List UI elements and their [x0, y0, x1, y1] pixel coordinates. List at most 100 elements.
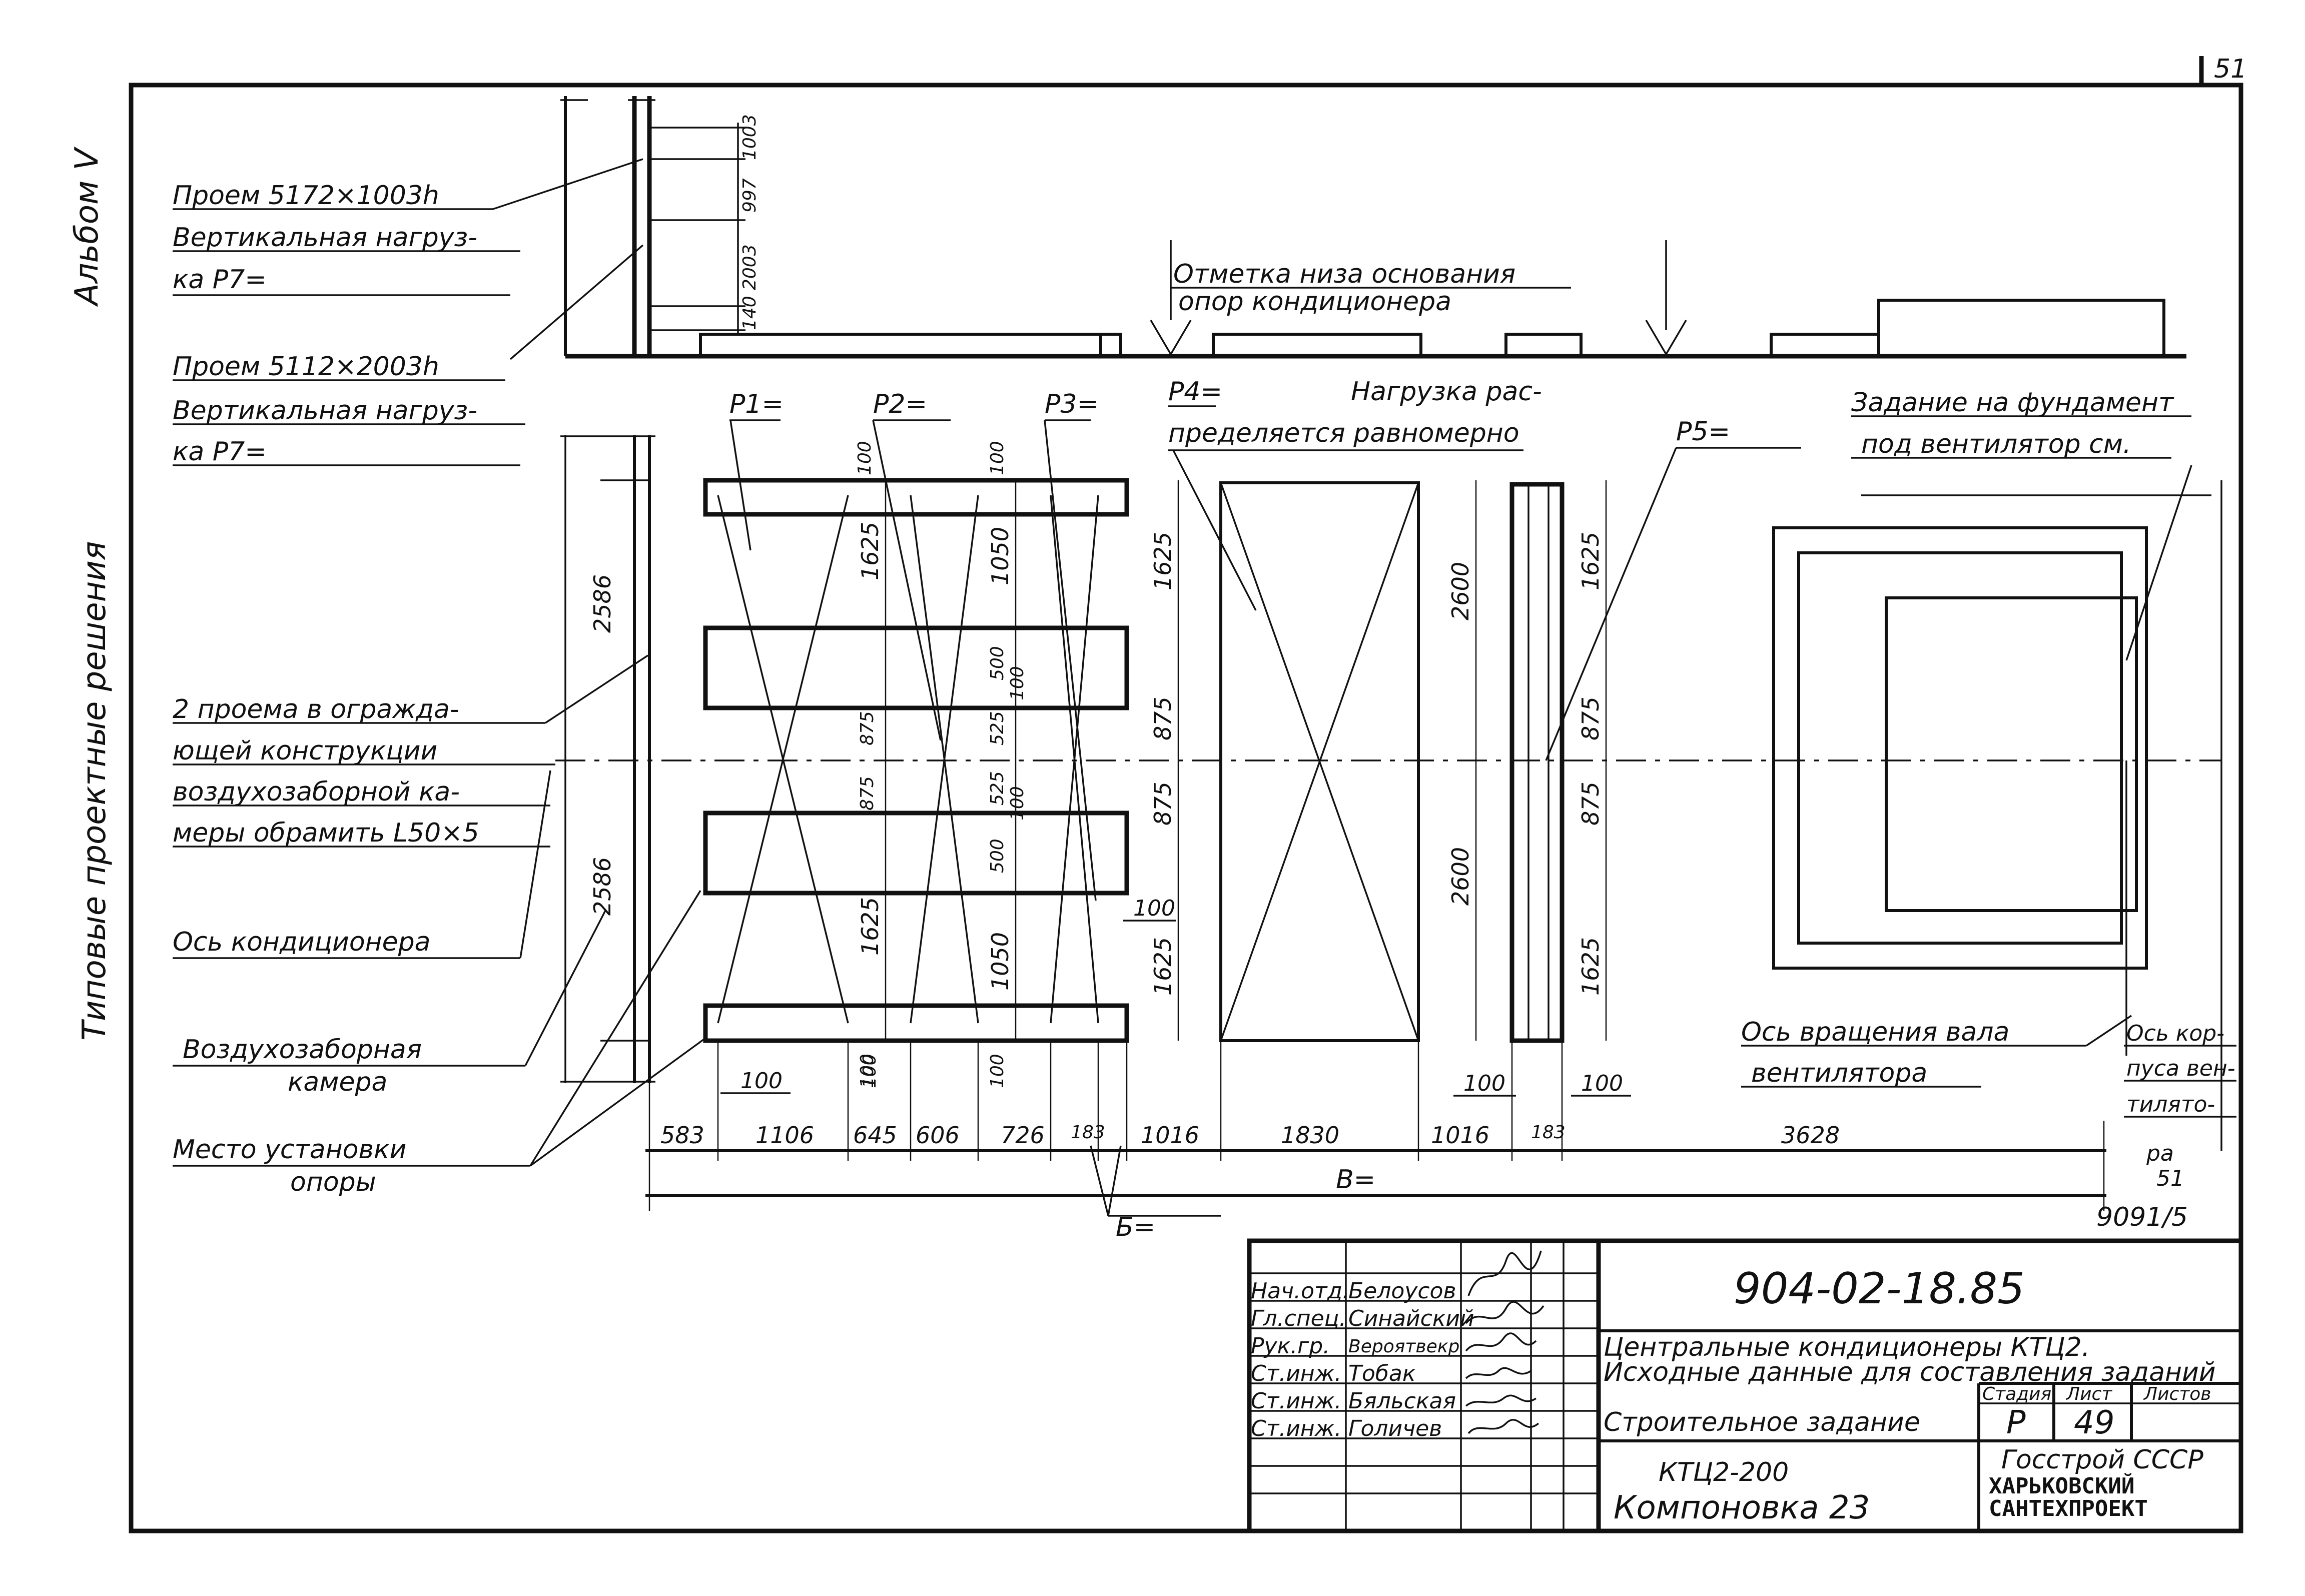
small-dims: 100 100 100 100 100: [720, 896, 1631, 1097]
note-support-2: опоры: [290, 1167, 376, 1197]
sheet-frame: [129, 83, 2243, 1533]
stage-value: Р: [2006, 1404, 2026, 1441]
axis-note-1: Ось вращения вала: [1741, 1017, 2009, 1047]
hdim-726: 726: [1001, 1122, 1045, 1149]
title-block: Нач.отд. Гл.спец. Рук.гр. Ст.инж. Ст.инж…: [1247, 1238, 2243, 1533]
c1-5: 100: [857, 1054, 878, 1088]
load-p4-note-1: Нагрузка рас-: [1351, 377, 1542, 407]
elev-dim-140: 140: [739, 296, 760, 330]
load-p1: Р1=: [729, 389, 784, 419]
left-notes: Проем 5172×1003h Вертикальная нагруз- ка…: [173, 181, 555, 1197]
sdim-0: 100: [740, 1068, 783, 1094]
c1-2: 875: [857, 711, 878, 745]
hdim-583: 583: [660, 1122, 704, 1149]
fan-ref-1: ра: [2146, 1141, 2174, 1166]
overall-dim: В=: [1336, 1165, 1375, 1195]
note-frame-2: ющей конструкции: [173, 736, 437, 766]
load-leaders: [729, 405, 1801, 901]
role-1: Гл.спец.: [1251, 1306, 1346, 1331]
load-p5: Р5=: [1676, 417, 1730, 447]
name-0: Белоусов: [1348, 1278, 1456, 1304]
c5-3: 1625: [1577, 937, 1604, 996]
layout-name: Компоновка 23: [1614, 1489, 1870, 1526]
c2-0: 100: [987, 441, 1008, 475]
fan-note-1: Задание на фундамент: [1851, 388, 2174, 418]
c2-1: 1050: [987, 527, 1014, 585]
c2-6: 100: [1007, 786, 1028, 821]
role-0: Нач.отд.: [1251, 1278, 1349, 1304]
note-leaders: [492, 158, 706, 1167]
sdim-2: 100: [1463, 1071, 1505, 1096]
doc-code: 904-02-18.85: [1734, 1264, 2025, 1314]
title-line-2: Исходные данные для составления заданий: [1604, 1357, 2216, 1387]
hdim-183b: 183: [1531, 1122, 1566, 1143]
sheet-label: Лист: [2065, 1384, 2112, 1404]
title-line-1: Центральные кондиционеры КТЦ2.: [1604, 1332, 2090, 1362]
note-frame-4: меры обрамить L50×5: [173, 818, 479, 848]
org-line-2: ХАРЬКОВСКИЙ: [1989, 1472, 2134, 1499]
note-load-2a: Вертикальная нагруз-: [173, 396, 477, 426]
sheet-number: 49: [2074, 1404, 2114, 1441]
note-opening-2: Проем 5112×2003h: [173, 352, 439, 382]
note-support-1: Место установки: [173, 1135, 406, 1165]
hdim-1830: 1830: [1281, 1122, 1339, 1149]
hdim-1106: 1106: [755, 1122, 814, 1149]
note-frame-3: воздухозаборной ка-: [173, 777, 460, 807]
vdim-2586-top: 2586: [589, 574, 616, 633]
signatures: [1465, 1250, 1545, 1434]
elevation-view: 1003 997 2003 140 Отметка низа основания…: [560, 96, 2186, 359]
name-3: Тобак: [1348, 1361, 1416, 1386]
c2-8: 1050: [987, 932, 1014, 991]
note-load-2b: ка Р7=: [173, 437, 267, 467]
c3-2: 875: [1149, 781, 1176, 826]
axis-note-5: тилято-: [2126, 1092, 2215, 1117]
sheet-corner-number: 51: [2214, 54, 2247, 84]
fan-note-2: под вентилятор см.: [1861, 429, 2131, 459]
note-load-1b: ка Р7=: [173, 265, 267, 295]
sdim-3: 100: [1581, 1071, 1623, 1096]
hdim-606: 606: [916, 1122, 960, 1149]
fan-ref-3: 9091/5: [2096, 1202, 2188, 1232]
c4-1: 2600: [1447, 847, 1474, 906]
c5-2: 875: [1577, 781, 1604, 826]
role-4: Ст.инж.: [1251, 1388, 1341, 1414]
album-label: Альбом V: [69, 146, 106, 307]
elev-dim-2003: 2003: [739, 244, 760, 290]
axis-note-4: пуса вен-: [2126, 1056, 2235, 1081]
horizontal-dims: 583 1106 645 606 726 183 1016 1830 1016 …: [645, 1041, 2106, 1242]
c5-0: 1625: [1577, 532, 1604, 590]
role-2: Рук.гр.: [1251, 1333, 1330, 1359]
role-5: Ст.инж.: [1251, 1416, 1341, 1441]
c1-3: 875: [857, 776, 878, 811]
org-line-3: САНТЕХПРОЕКТ: [1989, 1496, 2148, 1521]
c1-4: 1625: [857, 897, 884, 956]
c3-0: 1625: [1149, 532, 1176, 590]
elev-dim-997: 997: [739, 178, 760, 213]
sdim-4: 100: [860, 1054, 880, 1088]
series-label: Типовые проектные решения: [76, 541, 113, 1041]
note-opening-1: Проем 5172×1003h: [173, 181, 439, 211]
fan-ref-2: 51: [2156, 1166, 2184, 1191]
c5-1: 875: [1577, 696, 1604, 740]
hdim-183a: 183: [1071, 1122, 1105, 1143]
name-2: Вероятвекр: [1348, 1336, 1459, 1357]
load-p4-note-2: пределяется равномерно: [1168, 418, 1519, 448]
org-line-1: Госстрой СССР: [2001, 1445, 2203, 1475]
c2-5: 525: [987, 771, 1008, 806]
plan-view: Р1= Р2= Р3= Р4= Нагрузка рас- пределяетс…: [555, 377, 2236, 1232]
name-1: Синайский: [1348, 1306, 1474, 1331]
c4-0: 2600: [1447, 562, 1474, 620]
vdim-2586-bottom: 2586: [589, 857, 616, 916]
name-5: Голичев: [1348, 1416, 1442, 1441]
load-p3: Р3=: [1045, 389, 1099, 419]
c1-0: 100: [855, 441, 875, 475]
load-p4: Р4=: [1168, 377, 1222, 407]
note-axis: Ось кондиционера: [173, 927, 431, 957]
hdim-645: 645: [853, 1122, 897, 1149]
axis-note-3: Ось кор-: [2126, 1021, 2224, 1046]
c2-3: 100: [1007, 666, 1028, 700]
b-dim: Б=: [1116, 1212, 1155, 1242]
hdim-1016a: 1016: [1141, 1122, 1199, 1149]
load-diagonals: [717, 495, 1099, 1024]
